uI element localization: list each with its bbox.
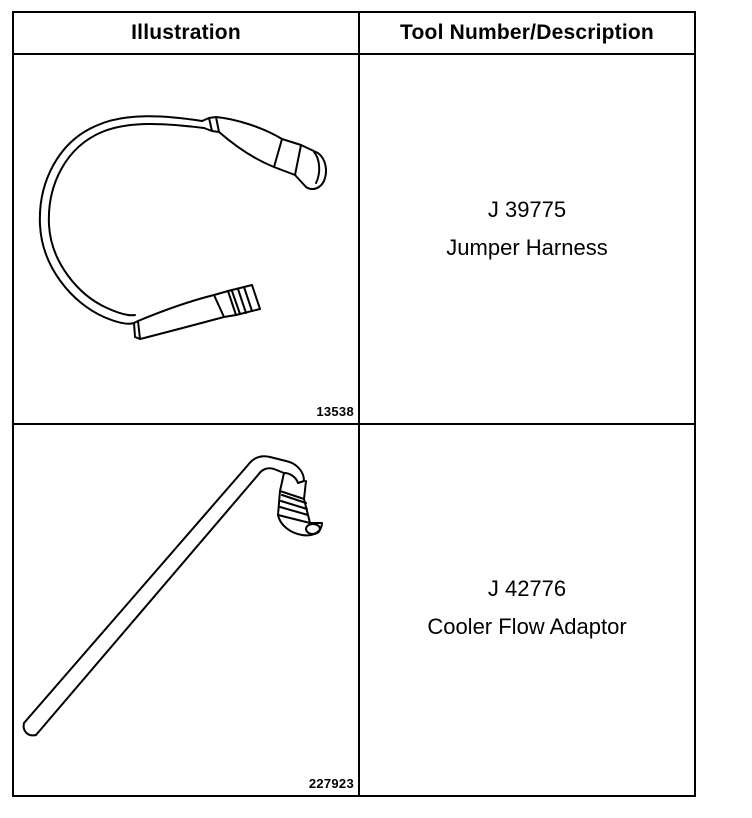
figure-number: 227923 <box>308 776 354 791</box>
tool-description-header: Tool Number/Description <box>400 21 654 44</box>
header-divider <box>14 53 694 55</box>
illustration-cell-1: 13538 <box>14 55 358 423</box>
figure-number: 13538 <box>316 404 354 419</box>
tool-table: Illustration Tool Number/Description <box>12 11 696 797</box>
jumper-harness-icon <box>38 115 327 340</box>
column-divider <box>358 13 360 795</box>
tool-description-cell-1: J 39775 Jumper Harness <box>360 55 694 423</box>
tool-number: J 39775 <box>487 197 567 222</box>
illustration-header: Illustration <box>131 21 241 44</box>
cooler-flow-adaptor-icon <box>22 455 323 737</box>
tool-number: J 42776 <box>487 576 567 601</box>
tool-description: Jumper Harness <box>446 235 608 260</box>
row-divider <box>14 423 694 425</box>
tool-description: Cooler Flow Adaptor <box>427 614 627 639</box>
illustration-cell-2: 227923 <box>14 425 358 795</box>
tool-description-cell-2: J 42776 Cooler Flow Adaptor <box>360 425 694 795</box>
